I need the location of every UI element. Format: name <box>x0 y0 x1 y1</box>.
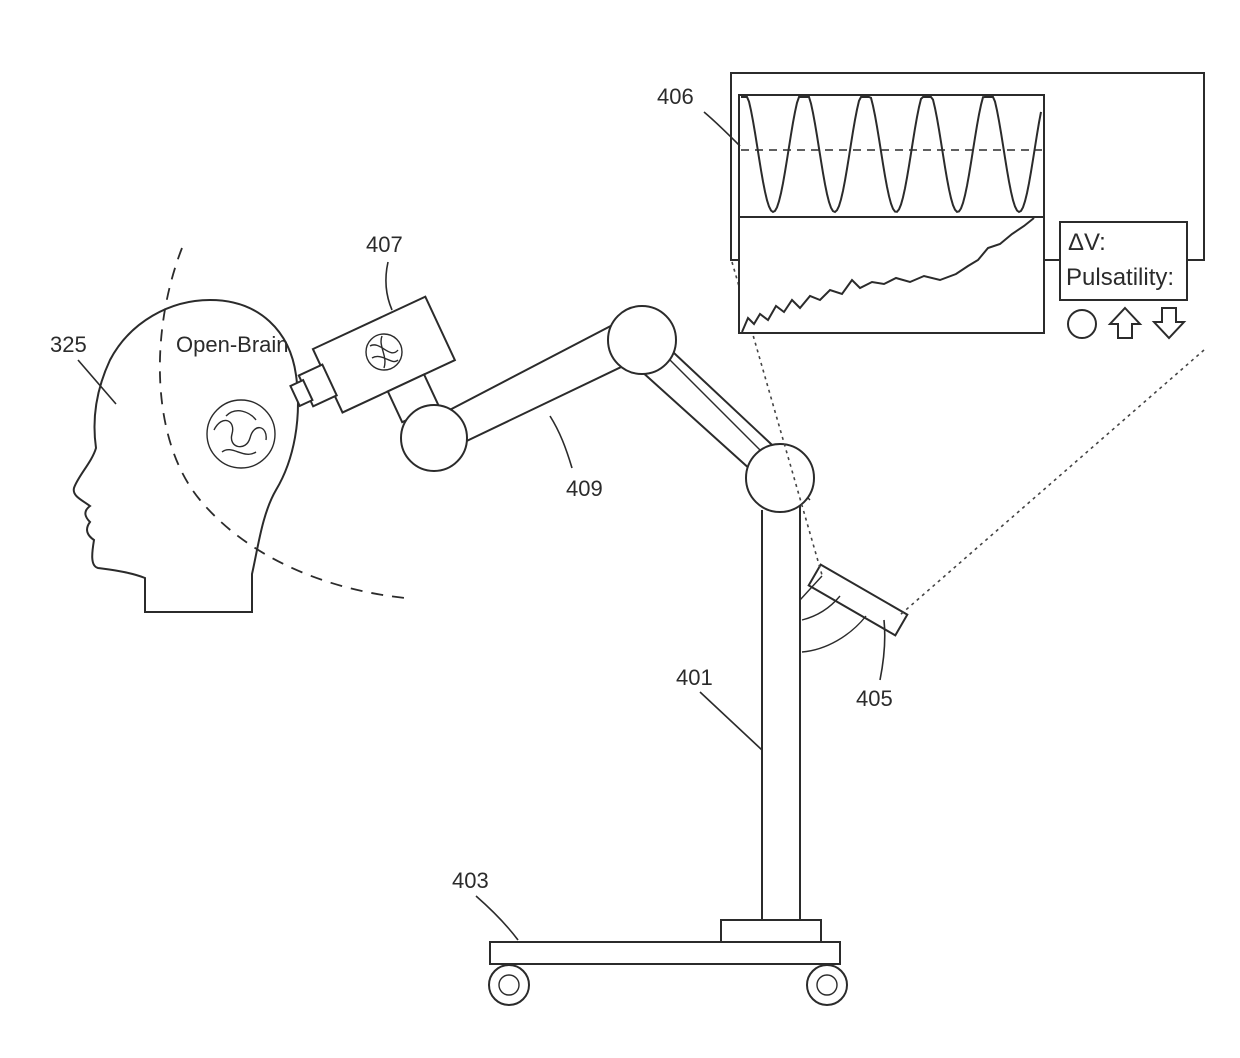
arm-segment-lower-bottom <box>452 358 640 448</box>
ref-label-403: 403 <box>452 868 489 893</box>
wheel-left <box>489 965 529 1005</box>
display-screen: ΔV: Pulsatility: <box>731 73 1204 338</box>
leader-407 <box>386 262 392 310</box>
ref-label-406: 406 <box>657 84 694 109</box>
up-arrow-icon[interactable] <box>1110 308 1140 338</box>
joint-middle <box>608 306 676 374</box>
stand <box>489 505 847 1005</box>
column-foot <box>721 920 821 942</box>
leader-401 <box>700 692 762 750</box>
zoom-line-right <box>900 350 1204 615</box>
joint-base <box>746 444 814 512</box>
leader-409 <box>550 416 572 468</box>
delta-v-label: ΔV: <box>1068 229 1106 256</box>
arm-segment-lower-top <box>440 318 626 415</box>
down-arrow-icon[interactable] <box>1154 308 1184 338</box>
ref-label-405: 405 <box>856 686 893 711</box>
trend-panel <box>739 217 1044 333</box>
brain-opening <box>207 400 275 468</box>
articulated-arm <box>401 306 814 512</box>
arm-segment-upper-top <box>658 338 786 458</box>
arm-segment-upper-bottom <box>640 370 762 480</box>
ref-label-409: 409 <box>566 476 603 501</box>
open-brain-label: Open-Brain <box>176 332 289 357</box>
display-unit <box>800 565 907 652</box>
joint-distal <box>401 405 467 471</box>
wheel-right <box>807 965 847 1005</box>
mount-arc-outer <box>802 616 866 652</box>
ref-label-325: 325 <box>50 332 87 357</box>
leader-403 <box>476 896 518 940</box>
pulsatility-label: Pulsatility: <box>1066 264 1174 291</box>
circle-button-icon[interactable] <box>1068 310 1096 338</box>
ref-label-401: 401 <box>676 665 713 690</box>
ref-label-407: 407 <box>366 232 403 257</box>
cart-base <box>490 942 840 964</box>
brain-gyri <box>214 411 266 455</box>
